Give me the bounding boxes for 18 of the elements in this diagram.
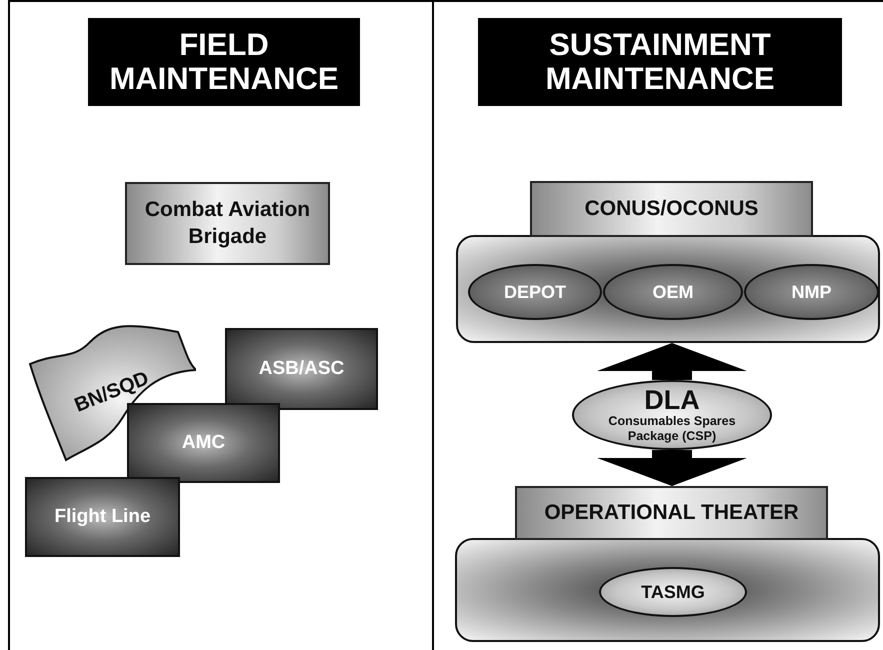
section-header: SUSTAINMENT MAINTENANCE: [478, 18, 842, 106]
label-box: CONUS/OCONUS: [530, 181, 813, 237]
unit-box: ASB/ASC: [225, 328, 378, 410]
ellipse-subtitle: Consumables Spares Package (CSP): [607, 414, 737, 444]
label-box: Combat Aviation Brigade: [125, 182, 330, 265]
ellipse-node: OEM: [603, 264, 743, 320]
ellipse-node: TASMG: [599, 567, 747, 617]
unit-box: AMC: [127, 403, 280, 483]
label-box: OPERATIONAL THEATER: [515, 486, 828, 540]
section-header: FIELD MAINTENANCE: [88, 18, 360, 106]
rounded-panel: [456, 235, 880, 343]
ellipse-node: NMP: [744, 264, 879, 320]
block-arrow: [597, 343, 747, 380]
ellipse-node: DEPOT: [468, 264, 602, 320]
unit-box: Flight Line: [25, 477, 180, 557]
ellipse-title: DLA: [644, 386, 700, 414]
block-arrow: [597, 450, 747, 486]
rounded-panel: [455, 538, 880, 642]
